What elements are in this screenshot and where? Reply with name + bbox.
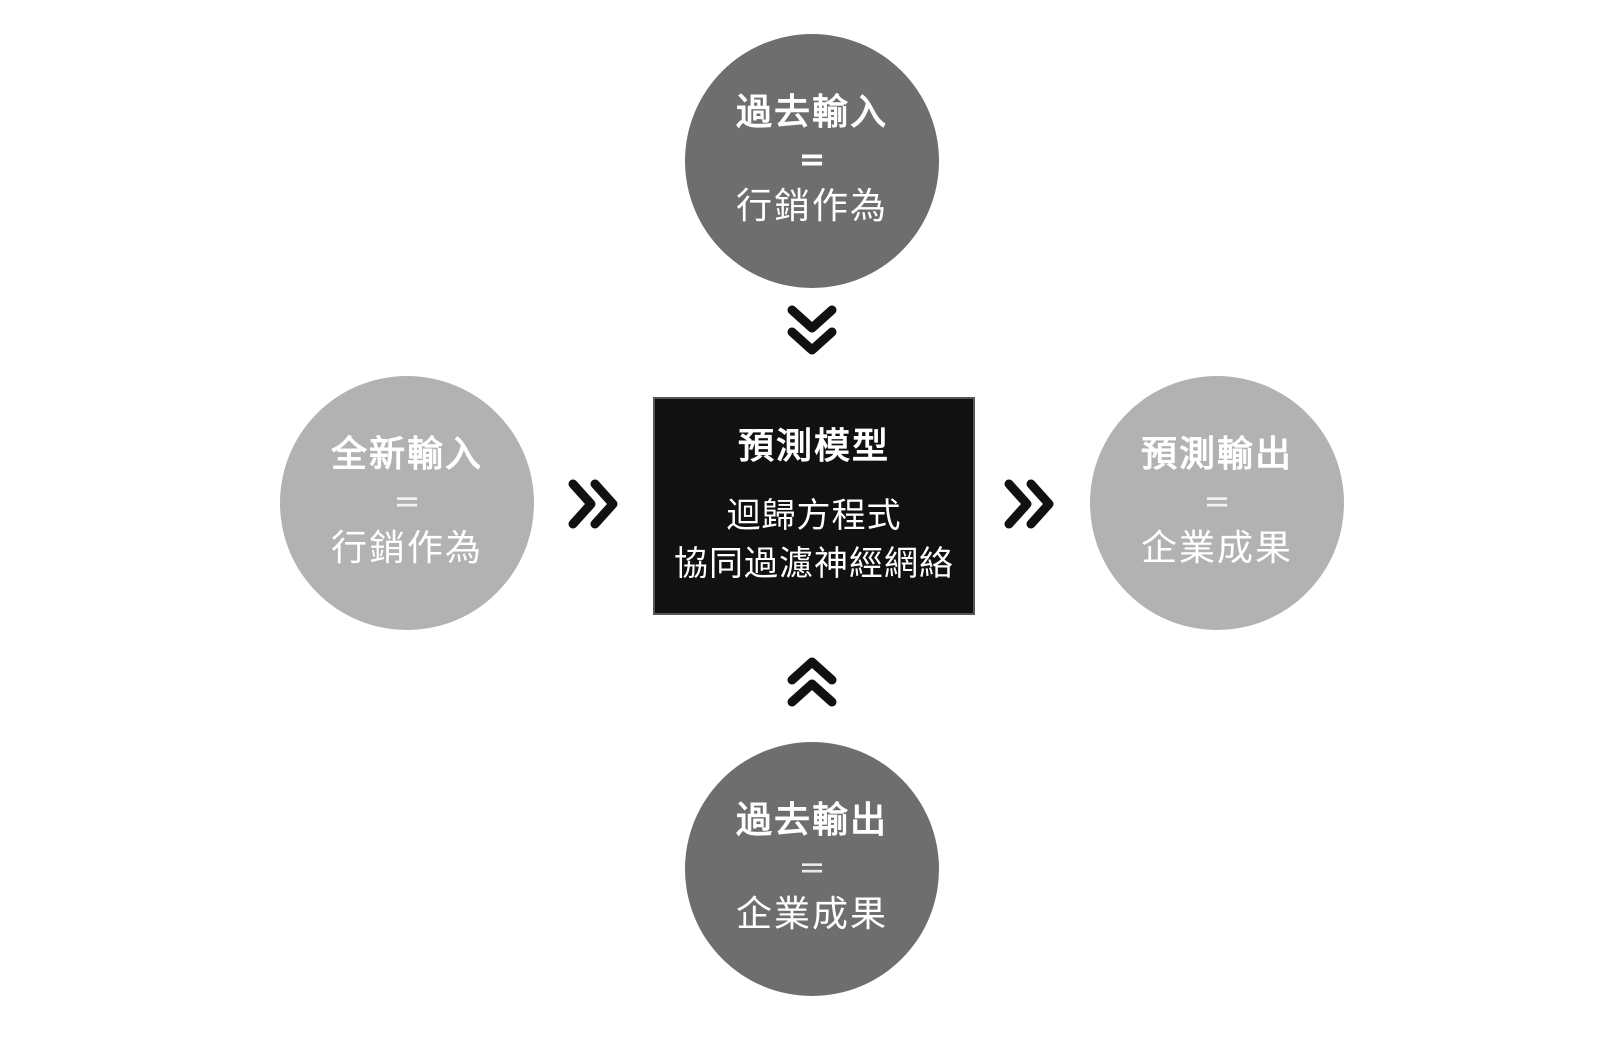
past-input-value: 行銷作為 [735, 186, 888, 227]
predicted-output-node: 預測輸出 = 企業成果 [1090, 376, 1344, 630]
prediction-model-method-1: 迴歸方程式 [726, 496, 902, 536]
predicted-output-equals: = [1203, 482, 1231, 520]
double-chevron-up-icon [782, 650, 842, 710]
past-output-equals: = [798, 848, 826, 886]
past-input-node: 過去輸入 = 行銷作為 [685, 34, 939, 288]
past-output-node: 過去輸出 = 企業成果 [685, 742, 939, 996]
predicted-output-value: 企業成果 [1140, 528, 1293, 569]
double-chevron-down-icon [782, 302, 842, 362]
prediction-model-title: 預測模型 [737, 426, 890, 467]
new-input-node: 全新輸入 = 行銷作為 [280, 376, 534, 630]
predicted-output-title: 預測輸出 [1140, 434, 1293, 475]
new-input-value: 行銷作為 [330, 528, 483, 569]
past-output-title: 過去輸出 [735, 800, 888, 841]
past-input-equals: = [798, 140, 826, 178]
new-input-title: 全新輸入 [330, 434, 483, 475]
double-chevron-right-icon [563, 474, 623, 534]
past-input-title: 過去輸入 [735, 92, 888, 133]
prediction-model-method-2: 協同過濾神經網絡 [674, 544, 954, 584]
double-chevron-right-icon [999, 474, 1059, 534]
prediction-model-box: 預測模型 迴歸方程式 協同過濾神經網絡 [653, 397, 975, 615]
new-input-equals: = [393, 482, 421, 520]
past-output-value: 企業成果 [735, 894, 888, 935]
